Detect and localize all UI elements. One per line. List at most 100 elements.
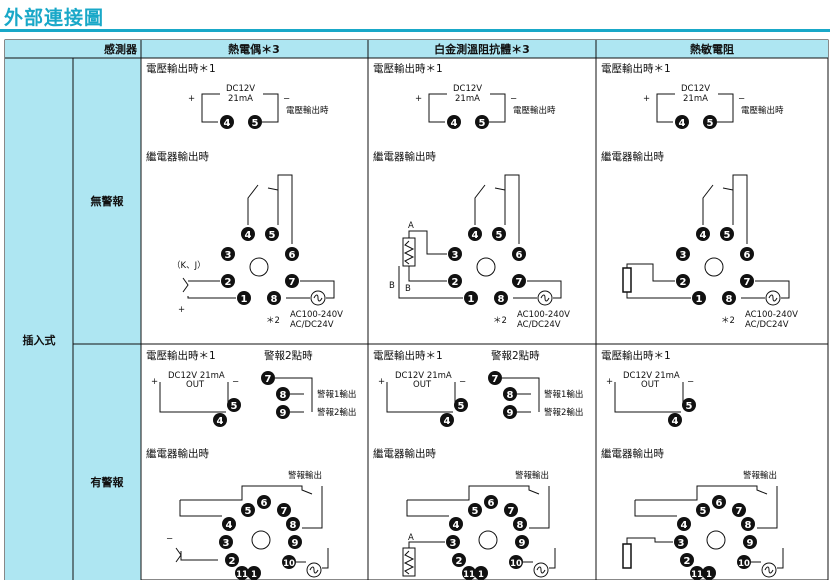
rtd-resistor-icon xyxy=(402,237,416,267)
svg-text:電壓輸出時＊1: 電壓輸出時＊1 xyxy=(601,349,671,362)
svg-text:1: 1 xyxy=(478,570,484,580)
svg-text:1: 1 xyxy=(696,294,703,305)
svg-text:9: 9 xyxy=(280,408,287,419)
svg-text:4: 4 xyxy=(453,520,460,531)
row-label-plug-in: 插入式 xyxy=(23,333,56,347)
svg-text:2: 2 xyxy=(684,556,691,567)
svg-text:電壓輸出時＊1: 電壓輸出時＊1 xyxy=(373,62,443,75)
header-sensor: 感測器 xyxy=(104,42,138,56)
svg-text:1: 1 xyxy=(706,570,712,580)
svg-text:AC/DC24V: AC/DC24V xyxy=(290,320,334,330)
svg-text:DC12V: DC12V xyxy=(453,84,482,94)
svg-text:電壓輸出時: 電壓輸出時 xyxy=(513,105,556,116)
alarm-rtd: 電壓輸出時＊1 警報2點時 DC12V 21mA OUT + − 5 4 7 8… xyxy=(373,349,583,580)
svg-text:10: 10 xyxy=(510,559,522,569)
svg-text:6: 6 xyxy=(289,250,296,261)
svg-text:11: 11 xyxy=(463,570,475,580)
svg-text:8: 8 xyxy=(517,520,524,531)
svg-text:4: 4 xyxy=(472,230,479,241)
svg-text:4: 4 xyxy=(679,118,686,129)
svg-text:7: 7 xyxy=(289,277,296,288)
svg-text:B: B xyxy=(405,284,411,294)
alarm-type-cells xyxy=(73,58,141,580)
svg-text:OUT: OUT xyxy=(641,380,660,390)
svg-text:8: 8 xyxy=(726,294,733,305)
svg-text:1: 1 xyxy=(251,570,257,580)
svg-text:+: + xyxy=(178,305,185,315)
svg-text:5: 5 xyxy=(707,118,714,129)
svg-text:+: + xyxy=(151,377,158,387)
current-output-label: 電壓輸出時＊1 xyxy=(146,62,216,75)
svg-text:5: 5 xyxy=(496,230,503,241)
svg-text:5: 5 xyxy=(458,401,465,412)
svg-text:6: 6 xyxy=(716,498,723,509)
svg-text:繼電器輸出時: 繼電器輸出時 xyxy=(601,447,664,460)
svg-text:AC100-240V: AC100-240V xyxy=(290,310,343,320)
svg-text:4: 4 xyxy=(451,118,458,129)
svg-text:警報1輸出: 警報1輸出 xyxy=(317,389,356,400)
svg-text:9: 9 xyxy=(519,538,526,549)
svg-text:7: 7 xyxy=(516,277,523,288)
svg-text:2: 2 xyxy=(452,277,459,288)
svg-text:5: 5 xyxy=(472,506,479,517)
svg-text:7: 7 xyxy=(736,506,743,517)
svg-text:+: + xyxy=(415,94,422,104)
svg-text:21mA: 21mA xyxy=(683,94,708,104)
row-label-no-alarm: 無警報 xyxy=(91,194,125,208)
svg-text:OUT: OUT xyxy=(186,380,205,390)
svg-text:A: A xyxy=(408,221,414,231)
svg-text:8: 8 xyxy=(507,390,514,401)
svg-text:7: 7 xyxy=(744,277,751,288)
svg-text:11: 11 xyxy=(236,570,248,580)
svg-text:電壓輸出時: 電壓輸出時 xyxy=(741,105,784,116)
svg-text:4: 4 xyxy=(217,416,224,427)
svg-text:7: 7 xyxy=(492,374,499,385)
svg-text:5: 5 xyxy=(724,230,731,241)
svg-text:A: A xyxy=(408,533,414,543)
svg-text:−: − xyxy=(232,377,239,387)
alarm-thermistor: 電壓輸出時＊1 DC12V 21mA OUT + − 5 4 繼電器輸出時 警報… xyxy=(601,349,784,580)
plugin-cell xyxy=(5,58,73,580)
svg-text:8: 8 xyxy=(745,520,752,531)
svg-text:10: 10 xyxy=(283,559,295,569)
svg-text:DC12V 21mA: DC12V 21mA xyxy=(623,371,680,381)
svg-text:5: 5 xyxy=(245,506,252,517)
svg-text:警報2輸出: 警報2輸出 xyxy=(544,407,583,418)
svg-text:8: 8 xyxy=(290,520,297,531)
svg-text:+: + xyxy=(378,377,385,387)
svg-text:9: 9 xyxy=(507,408,514,419)
svg-text:11: 11 xyxy=(691,570,703,580)
svg-text:9: 9 xyxy=(747,538,754,549)
svg-text:2: 2 xyxy=(680,277,687,288)
page-title: 外部連接圖 xyxy=(4,7,105,29)
svg-text:−: − xyxy=(459,377,466,387)
svg-text:AC/DC24V: AC/DC24V xyxy=(745,320,789,330)
no-alarm-rtd: 電壓輸出時＊1 DC12V 21mA + − 電壓輸出時 4 5 繼電器輸出時 … xyxy=(373,62,570,330)
svg-text:−: − xyxy=(738,94,745,104)
header-rtd: 白金測溫阻抗體＊3 xyxy=(434,42,530,56)
svg-text:警報輸出: 警報輸出 xyxy=(743,470,777,481)
svg-text:1: 1 xyxy=(468,294,475,305)
svg-text:6: 6 xyxy=(261,498,268,509)
ac-source-icon xyxy=(310,290,326,306)
svg-text:2: 2 xyxy=(229,556,236,567)
svg-text:7: 7 xyxy=(281,506,288,517)
svg-text:2: 2 xyxy=(456,556,463,567)
svg-text:警報2點時: 警報2點時 xyxy=(491,349,540,362)
svg-text:4: 4 xyxy=(681,520,688,531)
svg-text:警報2輸出: 警報2輸出 xyxy=(317,407,356,418)
alarm-thermocouple: 電壓輸出時＊1 警報2點時 DC12V 21mA OUT + − 5 4 7 8… xyxy=(146,349,356,580)
svg-text:OUT: OUT xyxy=(413,380,432,390)
svg-text:+: + xyxy=(643,94,650,104)
pin-4: 4 xyxy=(224,118,231,129)
svg-text:7: 7 xyxy=(508,506,515,517)
svg-text:3: 3 xyxy=(450,538,457,549)
svg-text:繼電器輸出時: 繼電器輸出時 xyxy=(373,150,436,163)
svg-text:DC12V: DC12V xyxy=(681,84,710,94)
minus-label: − xyxy=(283,94,290,104)
svg-text:5: 5 xyxy=(479,118,486,129)
svg-text:2: 2 xyxy=(225,277,232,288)
svg-text:5: 5 xyxy=(686,401,693,412)
svg-text:DC12V 21mA: DC12V 21mA xyxy=(168,371,225,381)
header-row xyxy=(141,40,828,58)
